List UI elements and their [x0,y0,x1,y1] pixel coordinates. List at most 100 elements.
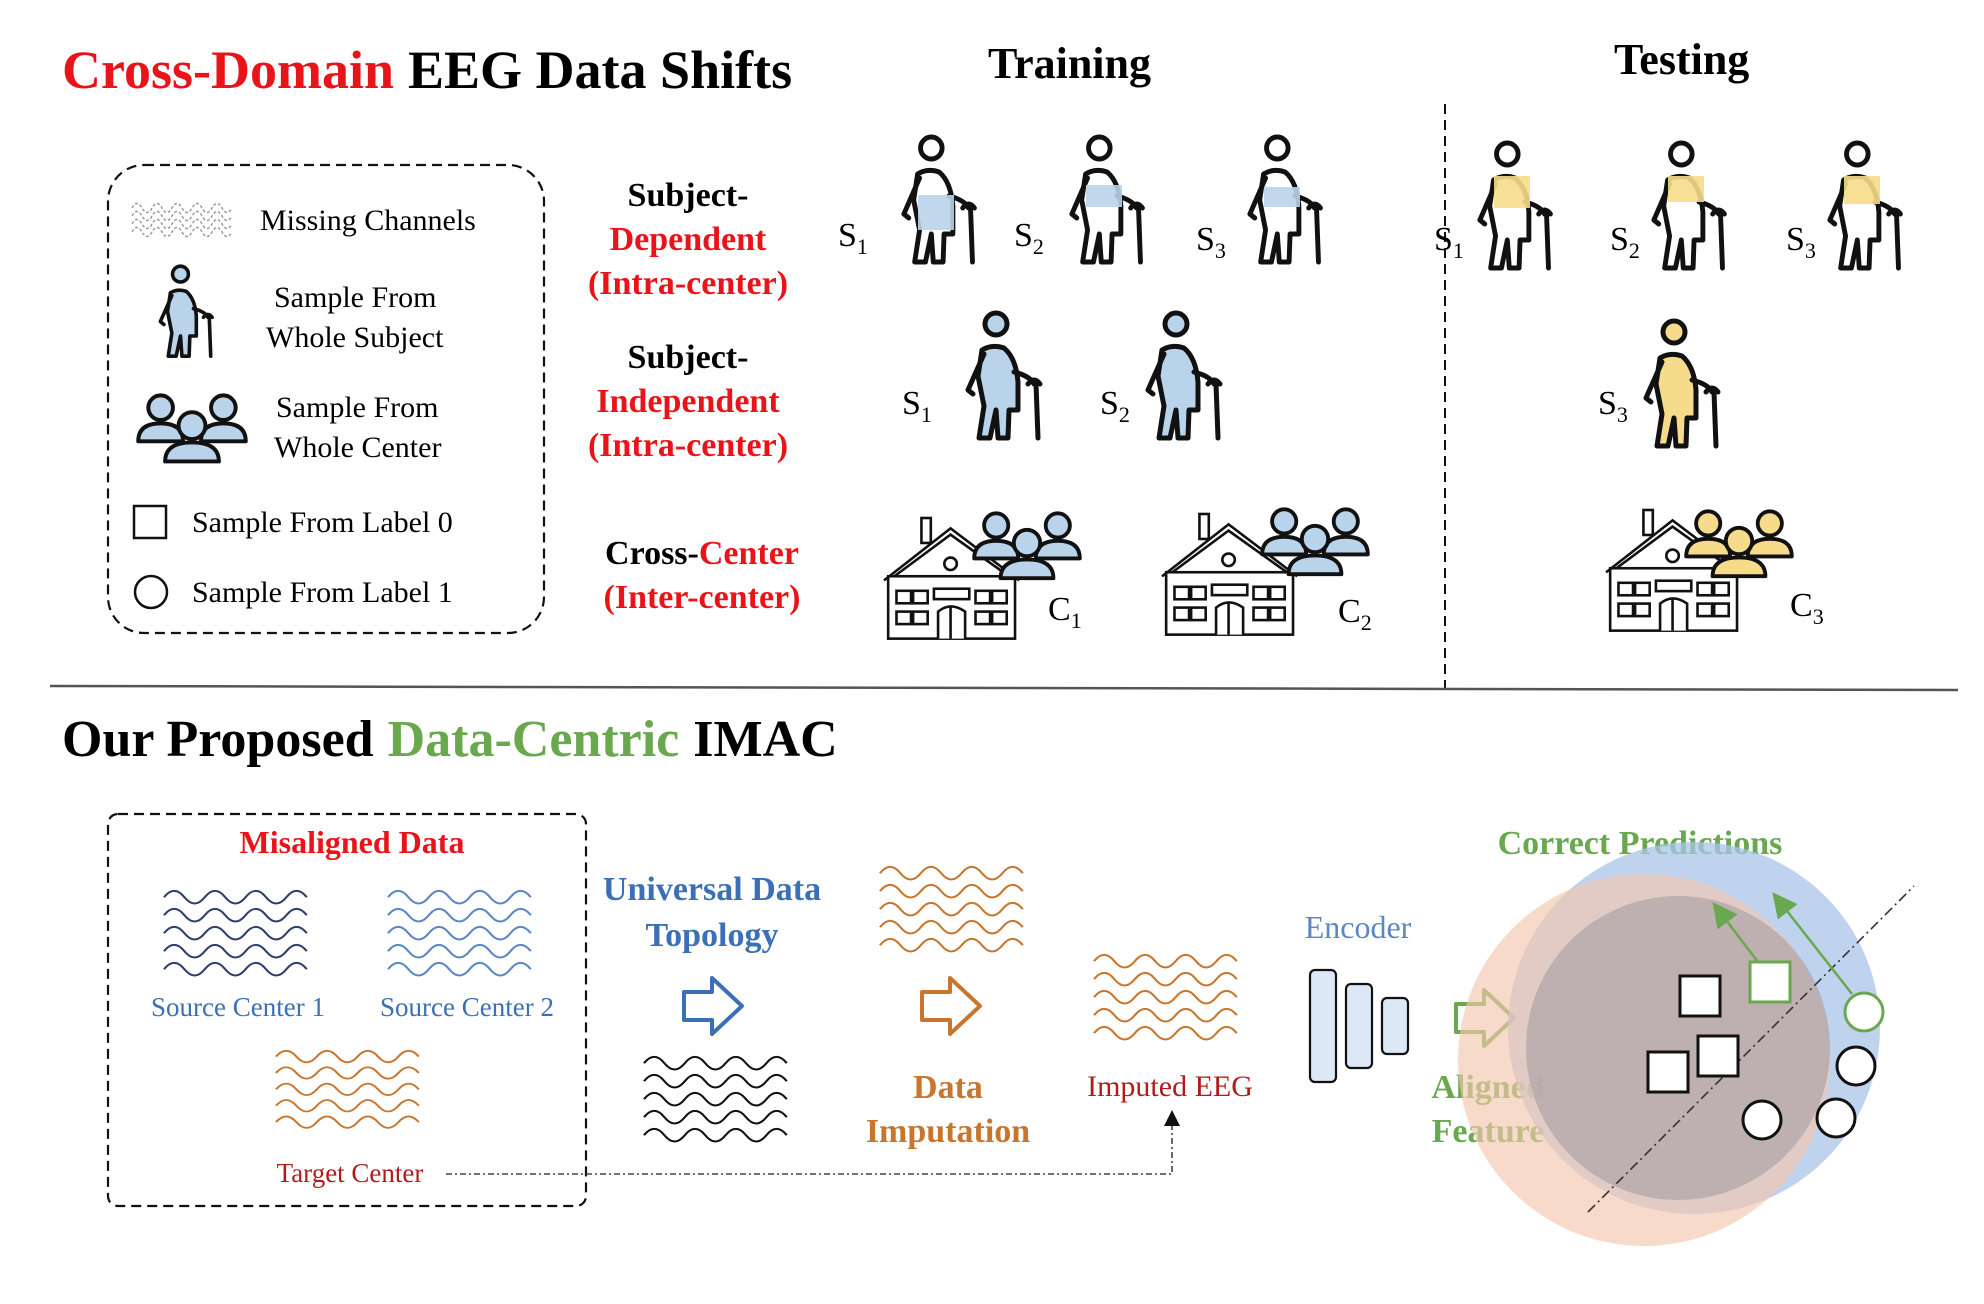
row-dep-l2: Dependent [610,221,767,258]
label1-sample [1835,1045,1877,1087]
person-icon [1654,143,1725,268]
dep-test-s1 [1480,143,1551,268]
ind-train-s2 [1148,313,1220,438]
imputation-l1: Data [913,1069,983,1106]
dep-train-s2 [1072,137,1143,262]
partial-fill [1494,176,1530,208]
source2-waves-solid [386,889,532,977]
source1-label: Source Center 1 [151,992,325,1022]
row-ind-l2: Independent [596,383,780,420]
ind-test-s3-label: S3 [1598,385,1628,427]
top-title-red: Cross-Domain [62,40,394,100]
dep-test-s1-label: S1 [1434,221,1464,263]
feature-space [1458,842,1915,1246]
topology-arrow-icon [682,976,744,1036]
decision-boundary [1587,885,1915,1213]
ind-train-s1-label: S1 [902,385,932,427]
topology-l2: Topology [646,917,779,954]
dep-train-s3 [1250,137,1321,262]
imputed-eeg-waves [1092,953,1238,1041]
legend-whole-subject-l1: Sample From [274,281,437,314]
target-label: Target Center [277,1158,424,1188]
legend-person-icon [158,264,214,358]
center2-label: C2 [1338,593,1372,635]
dep-test-s2-label: S2 [1610,221,1640,263]
ind-train-s2-label: S2 [1100,385,1130,427]
ind-test-s3 [1646,321,1718,446]
dep-train-s1 [904,137,975,262]
person-icon [1830,143,1901,268]
partial-fill [918,195,954,230]
misaligned-title: Misaligned Data [240,824,465,860]
section-divider [49,684,1959,692]
legend-whole-center-l1: Sample From [276,391,439,424]
row-ind-l3: (Intra-center) [588,427,788,464]
row-ind-l1: Subject- [628,339,749,376]
top-title-rest: EEG Data Shifts [408,40,792,100]
topology-waves [642,1055,788,1143]
dep-train-s2-label: S2 [1014,217,1044,259]
legend-whole-center-l2: Whole Center [274,431,441,464]
partial-fill [1844,176,1880,204]
partial-fill [1086,185,1122,207]
inner-feature-circle [1526,896,1830,1200]
label0-sample [1646,1050,1690,1094]
dep-train-s3-label: S3 [1196,221,1226,263]
row-dep-l3: (Intra-center) [588,265,788,302]
missing-channels-icon [131,202,233,238]
legend-box [106,163,546,635]
legend-group-icon [136,393,248,464]
source2-waves [386,889,532,977]
label1-sample [1815,1097,1857,1139]
label0-prediction [1748,960,1792,1004]
label1-sample [1741,1099,1783,1141]
row-cross-red: Center [699,535,799,572]
dep-test-s2 [1654,143,1725,268]
legend-label1: Sample From Label 1 [192,576,453,609]
misaligned-box [106,812,588,1208]
center1-group-icon [972,511,1082,581]
row-dep-l1: Subject- [628,177,749,214]
prediction-arrow [1772,892,1853,995]
row-cross-l2: (Inter-center) [604,579,801,616]
bottom-title-black1: Our Proposed [62,711,374,768]
label0-sample [1678,974,1722,1018]
source1-waves [162,889,308,977]
bottom-title-black2: IMAC [693,711,837,768]
row-cross-l1: Cross-Center [605,535,799,572]
topology-l1: Universal Data [603,871,821,908]
imputation-input-waves [878,865,1024,953]
label0-sample [1696,1034,1740,1078]
imputation-l2: Imputation [866,1113,1030,1150]
imputation-arrow-icon [920,976,982,1036]
ind-train-s1 [968,313,1040,438]
center3-group-icon [1684,509,1794,579]
row-cross-black: Cross- [605,535,699,572]
legend-missing-channels: Missing Channels [260,204,476,237]
encoder-icon [1308,968,1410,1084]
dep-train-s1-label: S1 [838,217,868,259]
source2-label: Source Center 2 [380,992,554,1022]
legend-square-icon [132,504,168,540]
legend-label0: Sample From Label 0 [192,506,453,539]
testing-header: Testing [1614,35,1749,84]
bottom-title-green: Data-Centric [388,711,680,768]
training-header: Training [988,39,1151,88]
target-waves [274,1049,420,1130]
legend-whole-subject-l2: Whole Subject [266,321,444,354]
center3-label: C3 [1790,587,1824,629]
legend-circle-icon [133,574,169,610]
imputed-eeg-label: Imputed EEG [1087,1070,1253,1103]
prediction-arrow [1712,902,1759,963]
dep-test-s3-label: S3 [1786,221,1816,263]
partial-fill [1668,176,1704,202]
partial-fill [1264,187,1300,207]
label1-prediction [1843,991,1885,1033]
encoder-label: Encoder [1305,909,1412,945]
target-to-imputed-connector [446,1110,1180,1175]
dep-test-s3 [1830,143,1901,268]
center1-label: C1 [1048,591,1082,633]
